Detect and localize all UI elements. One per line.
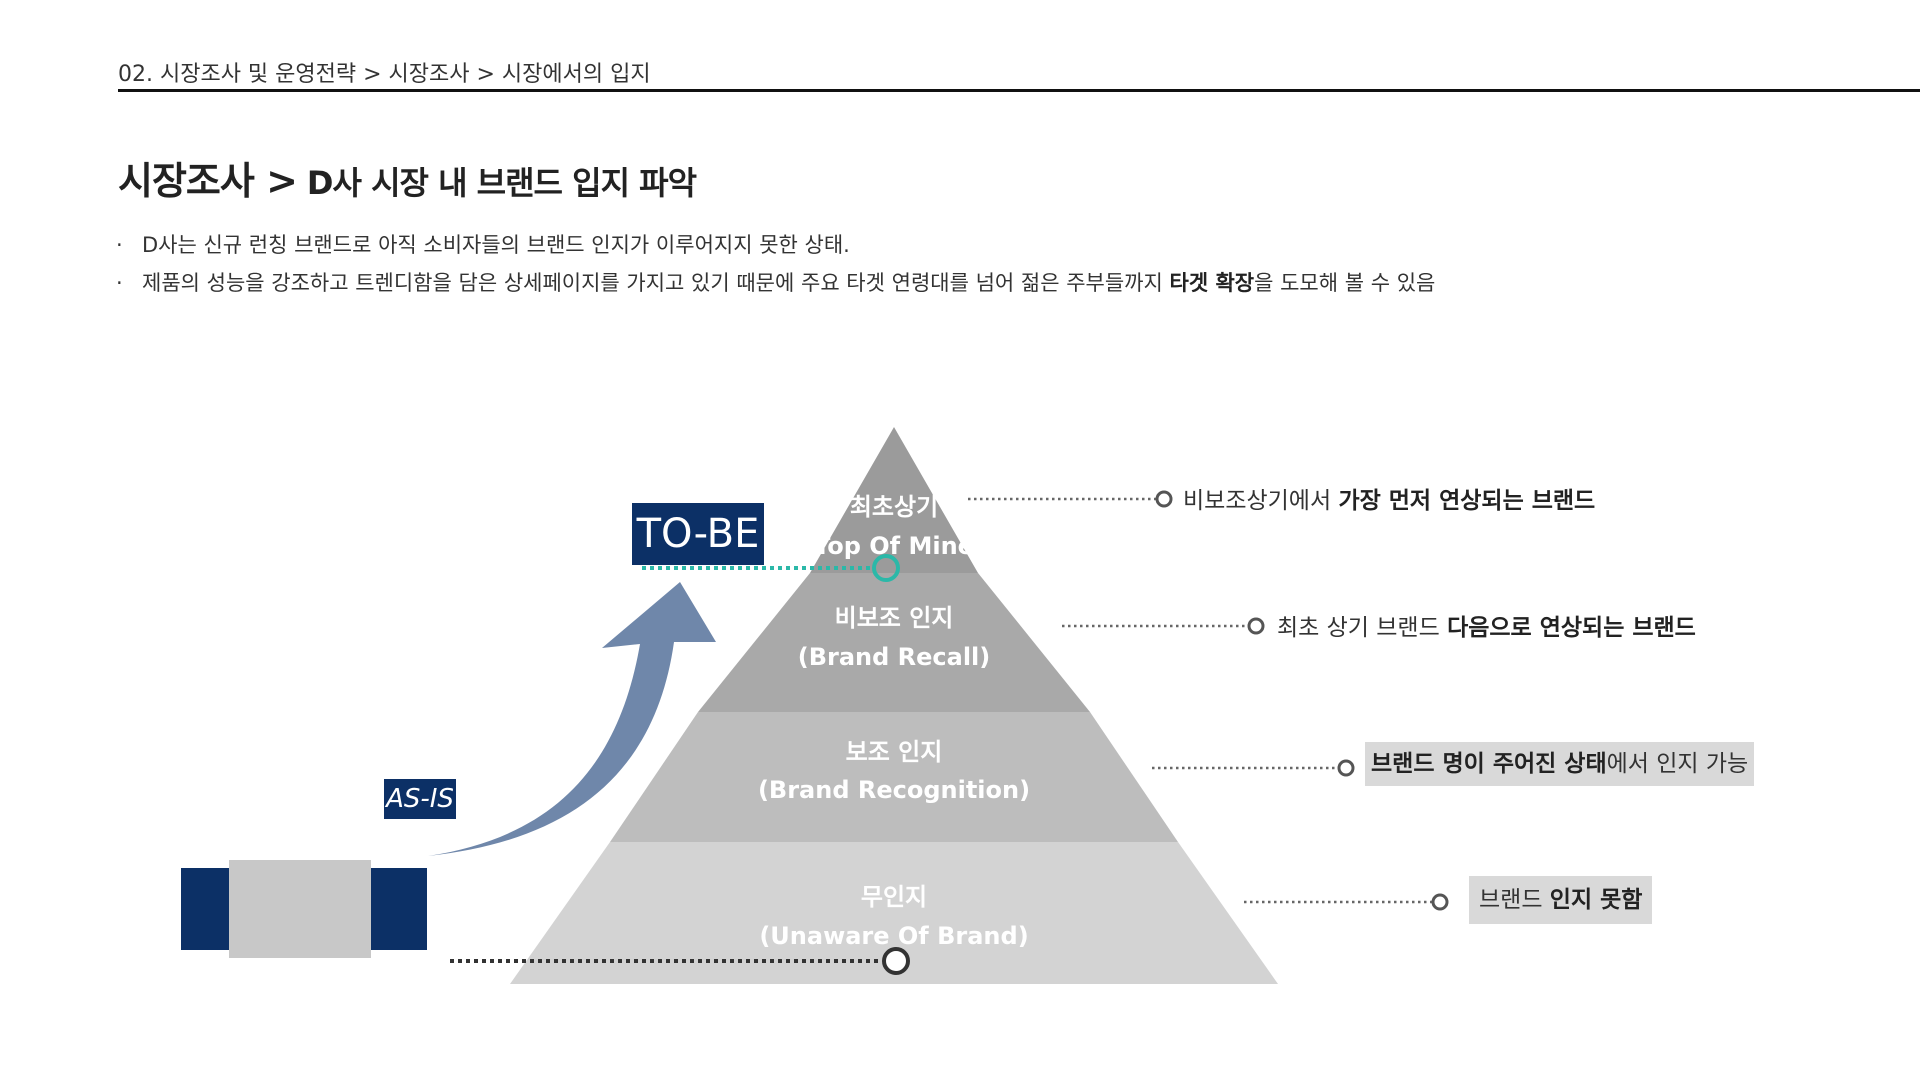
product-cap-right [371,868,427,950]
tobe-marker-ring [872,554,900,582]
product-cap-left [181,868,229,950]
tier-label-unaware: 무인지 [861,883,927,911]
tier-sublabel-unaware: (Unaware Of Brand) [759,922,1028,950]
bullet-marker: · [116,271,123,295]
page-title-sub: D사 시장 내 브랜드 입지 파악 [306,164,697,202]
product-icon [181,860,427,958]
callout-brand-recall: 최초 상기 브랜드 다음으로 연상되는 브랜드 [1277,610,1696,646]
callout-marker [1431,893,1449,911]
bullet-marker: · [116,233,123,257]
callout-bold-text: 가장 먼저 연상되는 브랜드 [1338,488,1596,514]
tier-label-recognition: 보조 인지 [846,738,943,766]
bullet-list: · D사는 신규 런칭 브랜드로 아직 소비자들의 브랜드 인지가 이루어지지 못… [116,226,1435,302]
callout-bold-text: 다음으로 연상되는 브랜드 [1447,615,1696,641]
callout-marker [1337,759,1355,777]
page-title-main: 시장조사 > [118,159,298,203]
callout-text: 최초 상기 브랜드 [1277,615,1448,641]
callout-bold-text: 인지 못함 [1549,887,1643,913]
bullet-item: · D사는 신규 런칭 브랜드로 아직 소비자들의 브랜드 인지가 이루어지지 못… [116,226,1435,264]
callout-marker [1247,617,1265,635]
asis-badge: AS-IS [384,779,456,819]
asis-marker-ring [882,947,910,975]
product-body [229,860,371,958]
callout-text: 브랜드 [1479,887,1550,913]
breadcrumb: 02. 시장조사 및 운영전략 > 시장조사 > 시장에서의 입지 [118,62,651,87]
callout-text: 비보조상기에서 [1183,488,1339,514]
tier-label-top: 최초상기 [850,493,938,521]
tier-label-recall: 비보조 인지 [835,604,954,632]
tier-sublabel-recognition: (Brand Recognition) [758,776,1030,804]
bullet-bold-text: 타겟 확장 [1169,271,1255,295]
pyramid-tier-unaware [510,842,1278,984]
bullet-text: 제품의 성능을 강조하고 트렌디함을 담은 상세페이지를 가지고 있기 때문에 … [142,271,1170,295]
growth-arrow-icon [428,582,716,856]
callout-unaware: 브랜드 인지 못함 [1469,876,1653,924]
tier-sublabel-top: (Top Of Mine) [803,532,985,560]
header-divider [118,89,1920,92]
callout-bold-text: 브랜드 명이 주어진 상태 [1371,751,1607,777]
tobe-badge: TO-BE [632,503,764,565]
pyramid-tier-recognition [610,712,1178,842]
tier-sublabel-recall: (Brand Recall) [798,643,991,671]
pyramid-tier-top [810,427,978,573]
callout-text: 에서 인지 가능 [1606,751,1749,777]
bullet-text: D사는 신규 런칭 브랜드로 아직 소비자들의 브랜드 인지가 이루어지지 못한… [142,233,850,257]
bullet-item: · 제품의 성능을 강조하고 트렌디함을 담은 상세페이지를 가지고 있기 때문에… [116,264,1435,302]
callout-marker [1155,490,1173,508]
pyramid-tier-recall [698,573,1090,712]
callout-brand-recognition: 브랜드 명이 주어진 상태에서 인지 가능 [1365,742,1755,786]
callout-top-of-mind: 비보조상기에서 가장 먼저 연상되는 브랜드 [1183,483,1595,519]
bullet-text-after: 을 도모해 볼 수 있음 [1254,271,1436,295]
page-title: 시장조사 >D사 시장 내 브랜드 입지 파악 [118,150,697,205]
